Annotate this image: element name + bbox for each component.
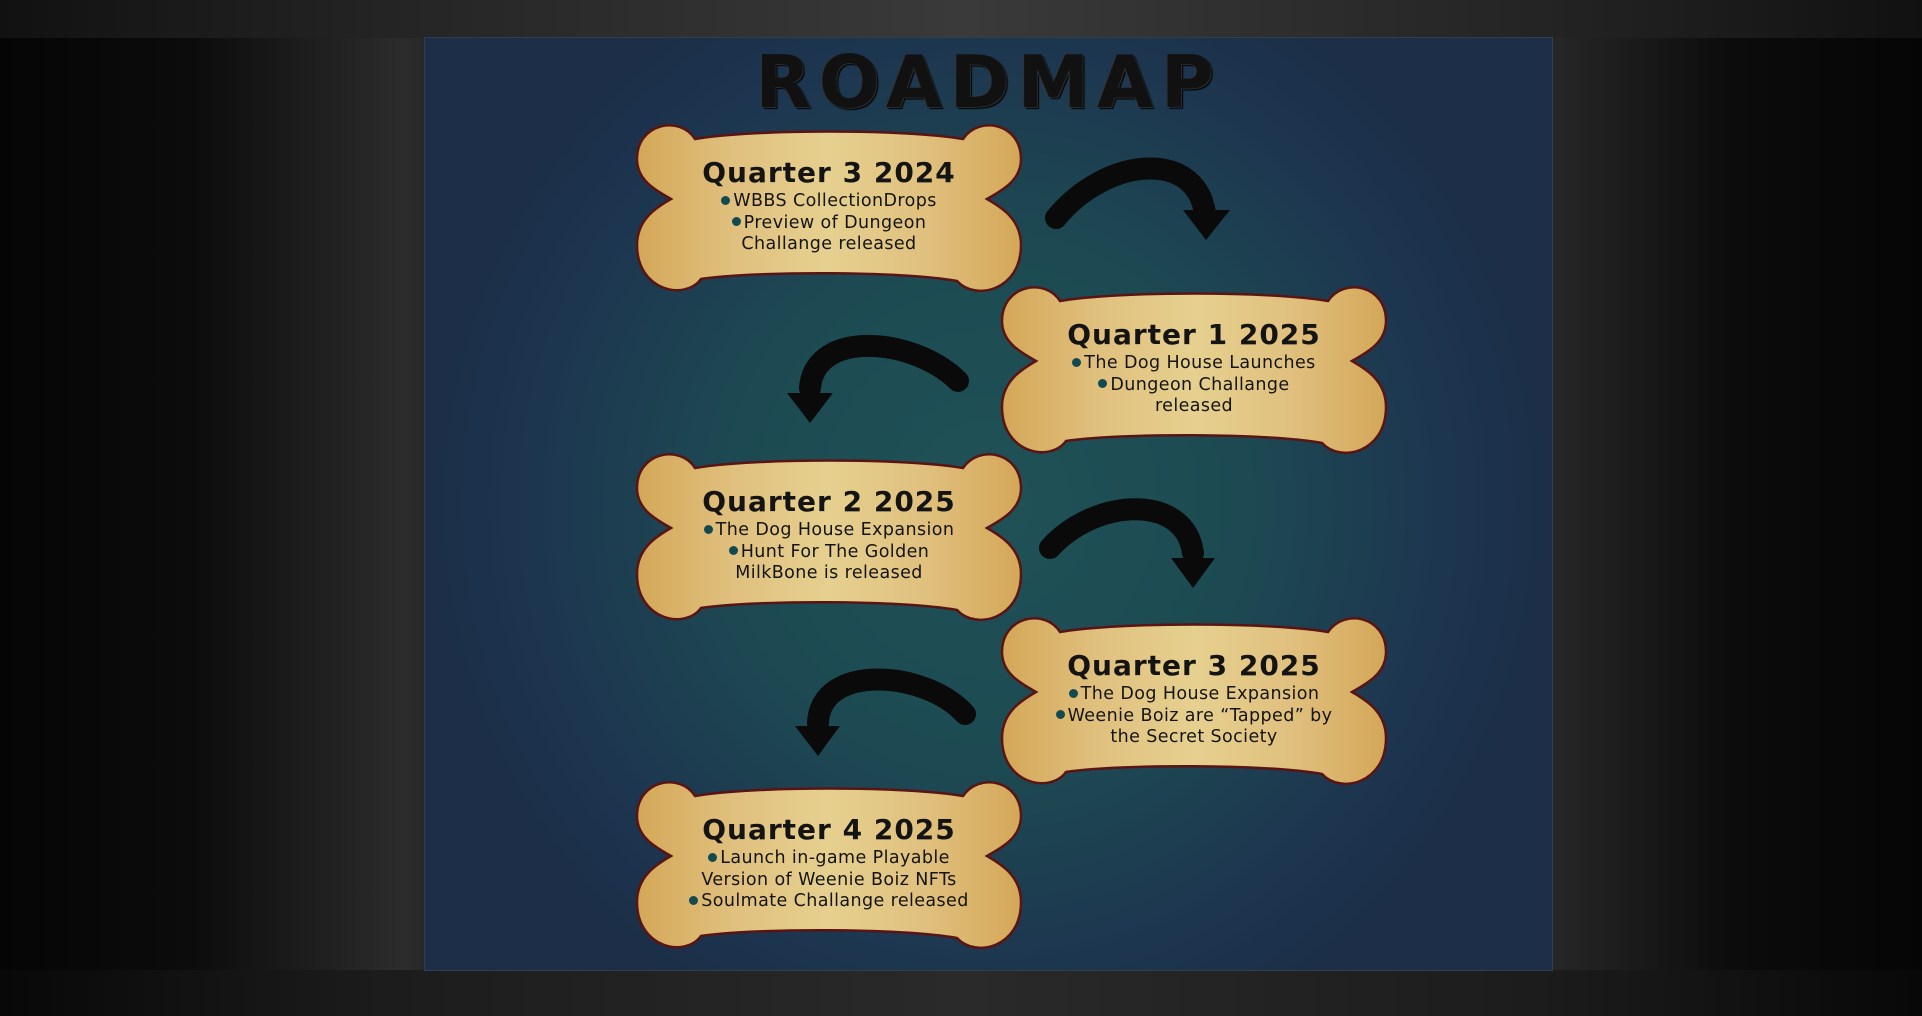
milestone-list: The Dog House Expansion Weenie Boiz are … [1020,684,1368,749]
curved-arrow-icon [1183,210,1230,240]
milestone-heading: Quarter 1 2025 [1067,318,1321,351]
bone-shape-icon [635,781,1023,949]
bullet-dot-icon [1055,710,1065,719]
milestone-list: The Dog House Launches Dungeon Challange… [1020,353,1368,418]
milestone-text: Quarter 4 2025 Launch in-game Playable V… [655,812,1003,913]
milestone-item: Preview of Dungeon Challange released [719,213,939,256]
milestone-text: Quarter 1 2025 The Dog House Launches Du… [1020,317,1368,418]
milestone-heading: Quarter 4 2025 [702,813,956,846]
milestone-card-q1-2025: Quarter 1 2025 The Dog House Launches Du… [1000,283,1388,473]
milestone-heading: Quarter 2 2025 [702,485,956,518]
curved-arrow-icon [799,334,969,399]
milestone-item: The Dog House Expansion [1020,684,1368,706]
bullet-dot-icon [1072,357,1082,367]
milestone-text: Quarter 2 2025 The Dog House Expansion H… [655,484,1003,585]
milestone-heading: Quarter 3 2025 [1067,649,1321,682]
milestone-heading: Quarter 3 2024 [702,156,956,189]
bullet-dot-icon [728,546,738,555]
curved-arrow-icon [795,726,840,756]
milestone-item: The Dog House Expansion [655,520,1003,542]
milestone-list: Launch in-game Playable Version of Weeni… [655,848,1003,913]
bullet-dot-icon [1098,379,1108,388]
page-title: ROADMAP [755,40,1222,124]
roadmap-slide: ROADMAP Quarter 3 2024 WBBS CollectionDr… [425,38,1552,970]
milestone-card-q3-2024: Quarter 3 2024 WBBS CollectionDrops Prev… [635,121,1023,311]
curved-arrow-icon [1045,157,1216,229]
bullet-dot-icon [708,852,718,862]
milestone-item: The Dog House Launches [1020,353,1368,375]
milestone-item: Launch in-game Playable Version of Weeni… [701,848,957,890]
milestone-item: Hunt For The Golden MilkBone is released [714,542,944,585]
milestone-item: Weenie Boiz are “Tapped” by the Secret S… [1054,706,1334,749]
milestone-card-q3-2025: Quarter 3 2025 The Dog House Expansion W… [1000,614,1388,804]
bullet-dot-icon [721,195,731,205]
milestone-item: Soulmate Challange released [655,891,1003,913]
bone-shape-icon [635,124,1023,292]
bullet-dot-icon [1068,688,1078,698]
curved-arrow-icon [1171,558,1215,588]
milestone-list: WBBS CollectionDrops Preview of Dungeon … [655,191,1003,256]
milestone-card-q4-2025: Quarter 4 2025 Launch in-game Playable V… [635,778,1023,968]
milestone-text: Quarter 3 2025 The Dog House Expansion W… [1020,648,1368,749]
viewer-bottom-bar [0,970,1922,1016]
bullet-dot-icon [703,524,713,534]
bone-shape-icon [1000,617,1388,785]
connector-arrows [787,157,1230,756]
milestone-list: The Dog House Expansion Hunt For The Gol… [655,520,1003,585]
bullet-dot-icon [689,895,699,905]
milestone-text: Quarter 3 2024 WBBS CollectionDrops Prev… [655,155,1003,256]
milestone-card-q2-2025: Quarter 2 2025 The Dog House Expansion H… [635,450,1023,640]
bone-shape-icon [635,453,1023,621]
bone-shape-icon [1000,286,1388,454]
milestone-item: Dungeon Challange released [1094,375,1294,418]
curved-arrow-icon [1039,498,1204,564]
bullet-dot-icon [731,217,741,226]
milestone-item: WBBS CollectionDrops [655,191,1003,213]
viewer-top-bar [0,0,1922,38]
curved-arrow-icon [787,393,833,423]
curved-arrow-icon [807,668,976,734]
